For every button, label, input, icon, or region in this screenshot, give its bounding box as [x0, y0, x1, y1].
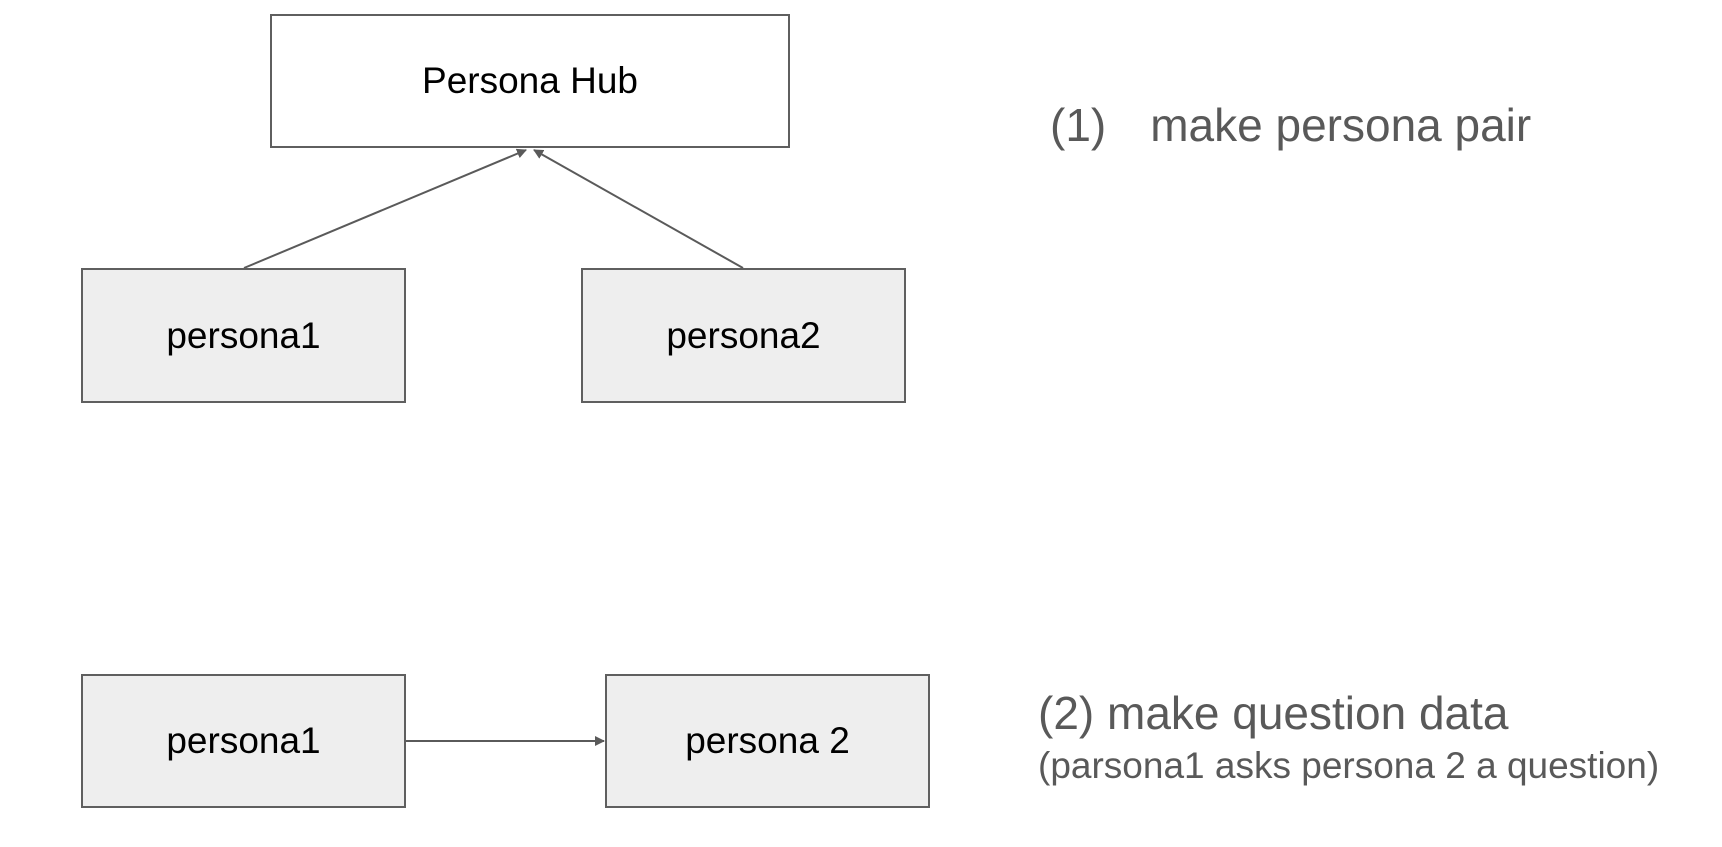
step1-caption: (1) make persona pair — [1050, 98, 1531, 152]
persona-hub-label: Persona Hub — [422, 60, 638, 101]
step1-number: (1) — [1050, 99, 1107, 151]
arrow-persona2-to-hub — [533, 149, 744, 269]
step2-persona1-label: persona1 — [166, 720, 321, 761]
step2-subtitle: (parsona1 asks persona 2 a question) — [1038, 745, 1660, 786]
step1-persona1-box: persona1 — [81, 268, 406, 403]
step2-title: (2) make question data — [1038, 687, 1509, 739]
step1-persona1-label: persona1 — [166, 314, 321, 356]
step1-persona2-box: persona2 — [581, 268, 906, 403]
persona-hub-box: Persona Hub — [270, 14, 790, 148]
step1-label: make persona pair — [1150, 99, 1532, 151]
step1-persona2-label: persona2 — [666, 314, 821, 356]
step2-persona1-box: persona1 — [81, 674, 406, 808]
step2-persona2-box: persona 2 — [605, 674, 930, 808]
step2-persona2-label: persona 2 — [685, 720, 850, 761]
arrow-persona1-to-hub — [243, 148, 527, 269]
